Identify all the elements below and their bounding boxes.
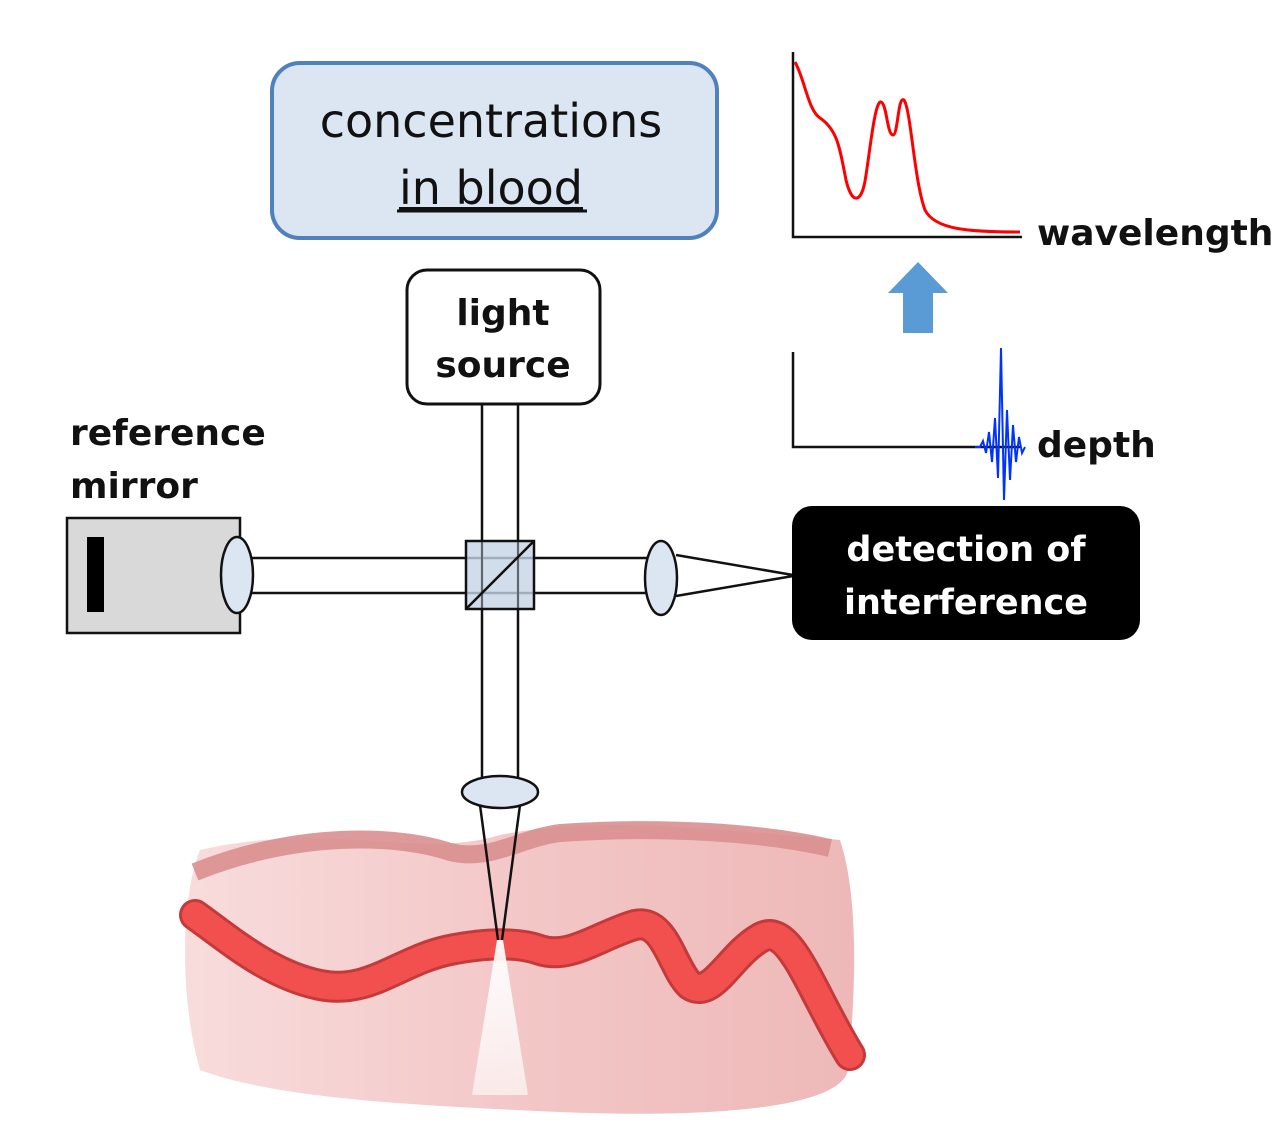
- sample-cone-left: [478, 804, 500, 941]
- concentrations-box: concentrations in blood: [270, 61, 719, 240]
- concentrations-label: concentrations: [320, 94, 663, 148]
- depth-plot: depth: [791, 347, 1156, 501]
- detector-lens: [643, 539, 679, 617]
- depth-label: depth: [1037, 425, 1156, 466]
- beam-splitter: [464, 539, 536, 611]
- up-arrow-icon: [888, 262, 948, 333]
- mirror-lens: [219, 535, 255, 615]
- tissue: [179, 821, 866, 1114]
- in-blood-label: in blood: [399, 161, 583, 215]
- detection-of-label: detection of: [846, 530, 1086, 570]
- light-source: light source: [405, 268, 602, 406]
- penetrating-light: [472, 940, 528, 1095]
- wavelength-label: wavelength: [1037, 213, 1273, 254]
- detector: detection of interference: [792, 506, 1140, 640]
- tissue-body: [185, 825, 855, 1114]
- mirror-plate: [87, 537, 104, 612]
- spectrum-plot-axes: [791, 52, 1022, 239]
- spectrum-plot: wavelength: [791, 52, 1273, 254]
- depth-plot-axes: [791, 352, 1020, 449]
- mirror-label: mirror: [70, 466, 198, 507]
- absorption-spectrum: [793, 61, 1021, 234]
- detector-cone-bottom: [675, 574, 794, 598]
- light-label: light: [456, 293, 549, 334]
- reference-mirror: reference mirror: [65, 413, 266, 635]
- detector-cone-top: [675, 553, 794, 577]
- blood-vessel-core: [182, 902, 863, 1068]
- sample-cone-right: [500, 804, 522, 941]
- sample-lens: [460, 774, 540, 810]
- interference-label: interference: [844, 583, 1088, 623]
- source-label: source: [435, 345, 570, 386]
- tissue-surface-layer: [191, 821, 833, 881]
- reference-label: reference: [70, 413, 266, 454]
- interferogram-signal: [975, 347, 1026, 501]
